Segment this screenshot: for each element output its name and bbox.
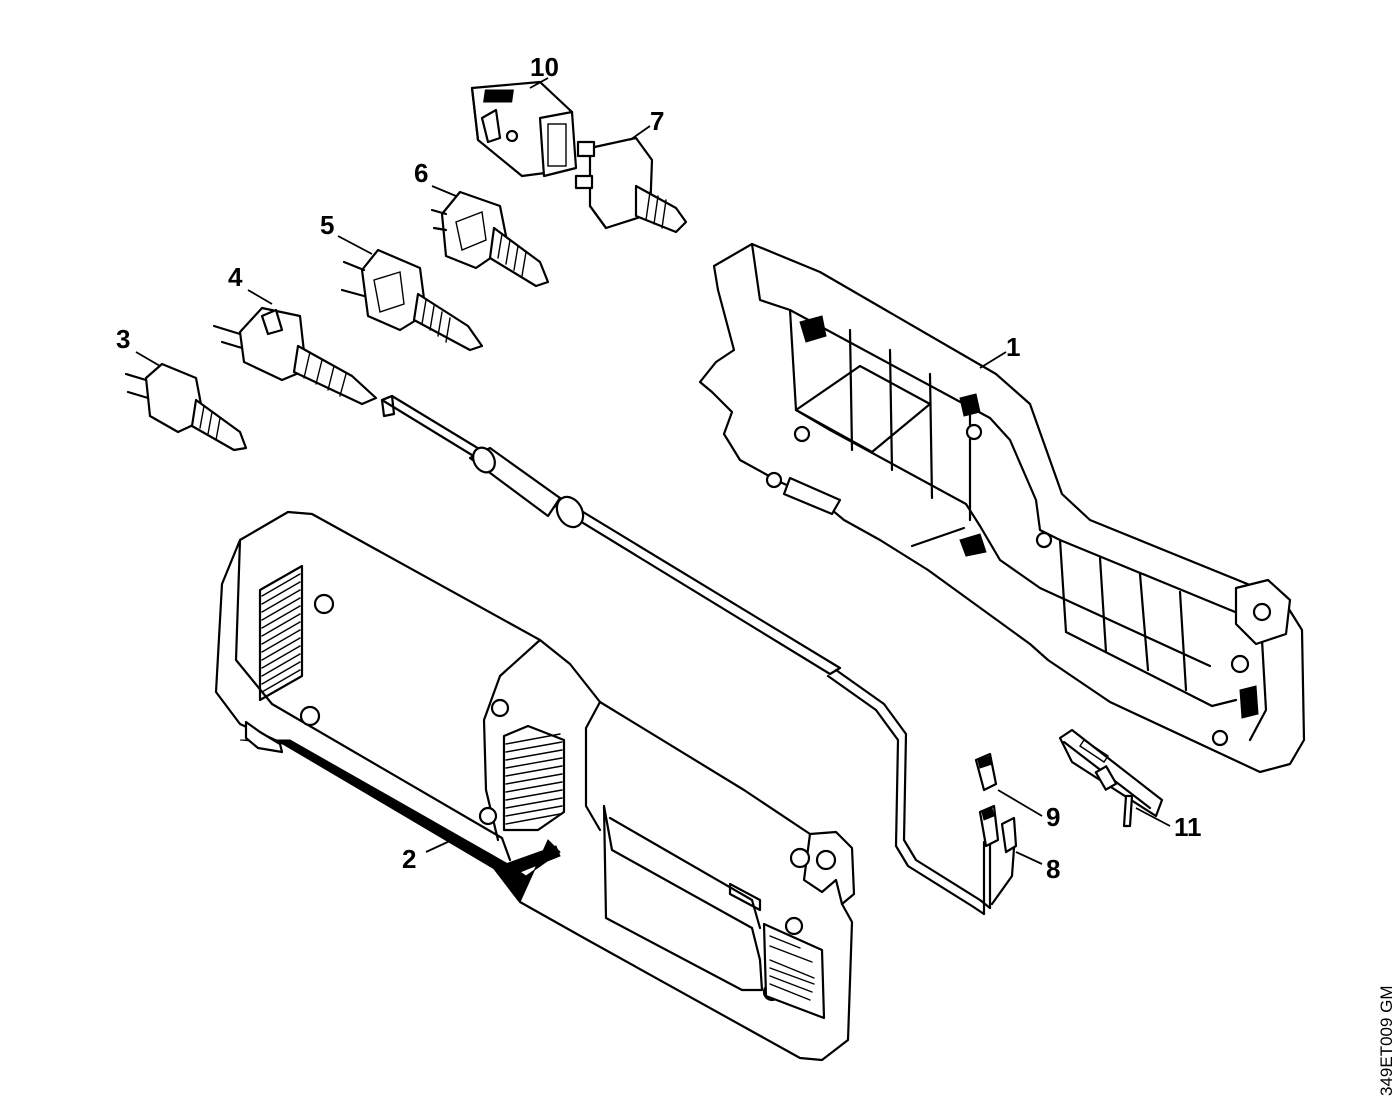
callout-11: 11 xyxy=(1174,812,1202,842)
callout-7: 7 xyxy=(650,106,664,136)
callout-9: 9 xyxy=(1046,802,1060,832)
rating-plate xyxy=(762,922,826,1020)
vent-slots-rear xyxy=(258,564,304,702)
reference-code: 349ET009 GM xyxy=(1377,985,1396,1096)
callout-8: 8 xyxy=(1046,854,1060,884)
part-1-housing-shell xyxy=(698,242,1306,774)
callout-2: 2 xyxy=(402,844,416,874)
callout-3: 3 xyxy=(116,324,130,354)
part-2-housing-cover xyxy=(214,510,856,1062)
part-8-terminals xyxy=(978,804,1018,854)
callout-5: 5 xyxy=(320,210,334,240)
part-5-plug xyxy=(340,248,484,352)
part-3-us-plug xyxy=(124,362,248,452)
callout-1: 1 xyxy=(1006,332,1020,362)
callout-10: 10 xyxy=(530,52,559,82)
vent-slots-front xyxy=(502,724,566,832)
part-9-terminal xyxy=(974,752,998,792)
part-4-schuko-plug xyxy=(212,306,378,406)
leader-lines xyxy=(135,77,1171,865)
part-11-switch-lever xyxy=(1058,728,1164,828)
callout-4: 4 xyxy=(228,262,243,292)
part-6-plug xyxy=(430,190,550,288)
part-7-adapter-plug xyxy=(574,136,688,234)
part-10-connector-housing xyxy=(470,80,578,178)
callout-labels: 10 7 6 5 4 3 1 2 9 8 11 xyxy=(116,52,1202,884)
callout-6: 6 xyxy=(414,158,428,188)
power-cord xyxy=(380,394,1016,916)
